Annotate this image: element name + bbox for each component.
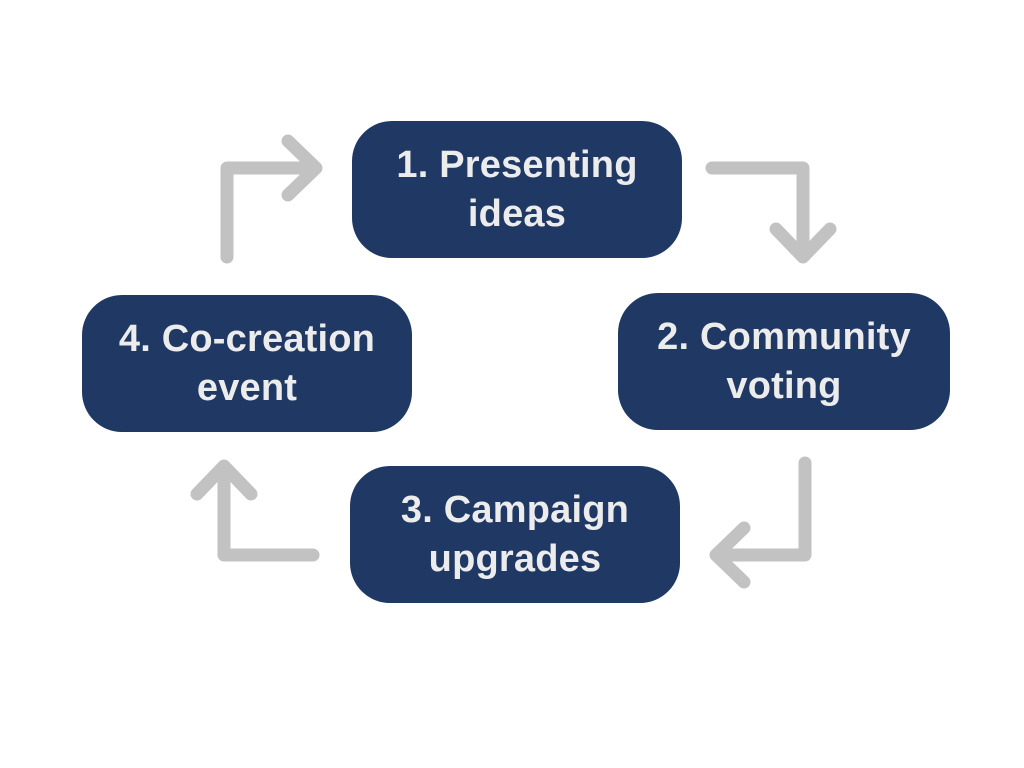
step-label: 2. Community voting xyxy=(657,315,911,407)
arrow-step1-to-step2 xyxy=(705,161,837,264)
step-box-presenting-ideas: 1. Presenting ideas xyxy=(352,121,682,258)
step-box-campaign-upgrades: 3. Campaign upgrades xyxy=(350,466,680,603)
step-label: 3. Campaign upgrades xyxy=(400,488,630,580)
arrow-step3-to-step4 xyxy=(190,459,320,562)
step-box-co-creation-event: 4. Co-creation event xyxy=(82,295,412,432)
arrow-step4-to-step1 xyxy=(220,134,323,264)
arrow-step2-to-step3 xyxy=(709,456,812,589)
step-label: 1. Presenting ideas xyxy=(396,143,638,235)
step-box-community-voting: 2. Community voting xyxy=(618,293,950,430)
step-label: 4. Co-creation event xyxy=(118,317,376,409)
